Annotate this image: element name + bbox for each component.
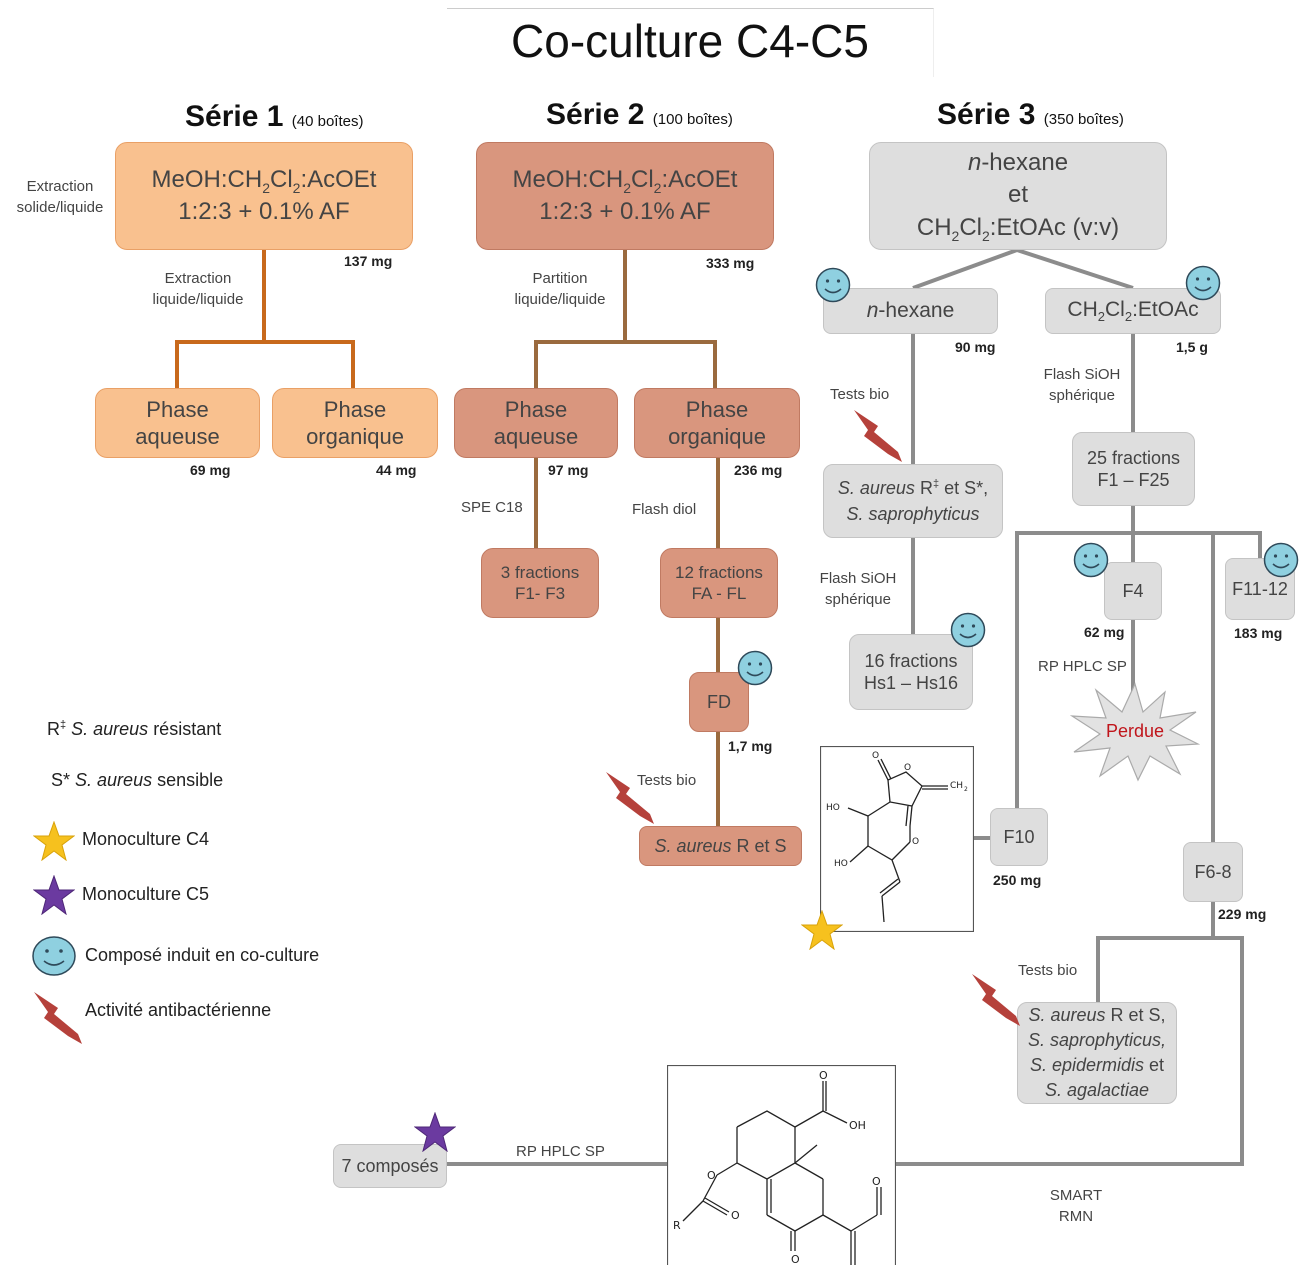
s3-hexane-box[interactable]: n-hexane (823, 288, 998, 334)
star-c4-icon (800, 909, 844, 955)
s1-extract-mass: 137 mg (344, 253, 393, 269)
legend-star-c4-icon (32, 820, 76, 866)
s2-fd-mass: 1,7 mg (728, 738, 773, 754)
s2-flash-label: Flash diol (632, 501, 697, 518)
s3-solvent-box[interactable]: n-hexane et CH2Cl2:EtOAc (v:v) (869, 142, 1167, 250)
s3-tests-label-1: Tests bio (830, 386, 890, 403)
s3-f6-8-mass: 229 mg (1218, 906, 1267, 922)
s3-f10-mass: 250 mg (993, 872, 1042, 888)
s2-tests-label: Tests bio (637, 772, 697, 789)
legend-smiley-icon (31, 935, 77, 982)
s3-f4-mass: 62 mg (1084, 624, 1125, 640)
star-c5-icon (413, 1111, 457, 1157)
s2-bio-result[interactable]: S. aureus R et S (639, 826, 802, 866)
s3-seven-compounds[interactable]: 7 composés (333, 1144, 447, 1188)
chemical-structure-f6-8: O OH O O R O O (667, 1065, 896, 1265)
s3-rphplc-label-2: RP HPLC SP (516, 1143, 605, 1160)
smiley-icon (737, 650, 773, 691)
s2-spe-label: SPE C18 (461, 499, 523, 516)
s3-tests-label-2: Tests bio (1018, 962, 1078, 979)
lightning-bolt-icon (604, 770, 656, 831)
svg-text:HO: HO (826, 803, 840, 813)
s1-extract-box[interactable]: MeOH:CH2Cl2:AcOEt 1:2:3 + 0.1% AF (115, 142, 413, 250)
legend-resistant: R‡ S. aureus résistant (47, 719, 222, 739)
svg-text:O: O (912, 837, 919, 847)
s3-f6-8-bio-result[interactable]: S. aureus R et S, S. saprophyticus, S. e… (1017, 1002, 1177, 1104)
s2-organic-mass: 236 mg (734, 462, 783, 478)
legend-star-c5-icon (32, 874, 76, 920)
lightning-bolt-icon (852, 408, 904, 469)
s1-aqueous-mass: 69 mg (190, 462, 231, 478)
serie-3-heading: Série 3 (350 boîtes) (937, 98, 1124, 131)
svg-text:O: O (872, 751, 879, 761)
smiley-icon (1073, 542, 1109, 583)
smiley-icon (950, 612, 986, 653)
s3-rphplc-label: RP HPLC SP (1038, 658, 1127, 675)
serie-2-heading: Série 2 (100 boîtes) (546, 98, 733, 131)
s2-extract-mass: 333 mg (706, 255, 755, 271)
serie-1-heading: Série 1 (40 boîtes) (185, 100, 364, 133)
smiley-icon (815, 267, 851, 308)
svg-text:OH: OH (849, 1119, 866, 1132)
legend-mono-c4: Monoculture C4 (82, 829, 210, 849)
s2-aqueous-mass: 97 mg (548, 462, 589, 478)
svg-text:O: O (904, 763, 911, 773)
s2-extract-box[interactable]: MeOH:CH2Cl2:AcOEt 1:2:3 + 0.1% AF (476, 142, 774, 250)
svg-text:O: O (731, 1209, 740, 1222)
svg-text:O: O (819, 1069, 828, 1082)
s3-hexane-bio-result[interactable]: S. aureus R‡ et S*, S. saprophyticus (823, 464, 1003, 538)
perdue-starburst (1070, 682, 1200, 782)
s3-fraction-f4[interactable]: F4 (1104, 562, 1162, 620)
svg-text:O: O (872, 1175, 881, 1188)
page-title: Co-culture C4-C5 (511, 15, 869, 67)
svg-text:O: O (707, 1169, 716, 1182)
legend-mono-c5: Monoculture C5 (82, 884, 210, 904)
legend-activity: Activité antibactérienne (85, 1000, 272, 1020)
s2-fraction-fd[interactable]: FD (689, 672, 749, 732)
smiley-icon (1263, 542, 1299, 583)
lightning-bolt-icon (970, 972, 1022, 1033)
legend-lightning-bolt-icon (32, 990, 84, 1051)
s3-fraction-f10[interactable]: F10 (990, 808, 1048, 866)
svg-text:R: R (673, 1219, 681, 1232)
s3-fraction-f6-8[interactable]: F6-8 (1183, 842, 1243, 902)
s1-organic-mass: 44 mg (376, 462, 417, 478)
legend-induced: Composé induit en co-culture (85, 945, 320, 965)
svg-text:2: 2 (964, 786, 968, 793)
svg-text:CH: CH (950, 781, 963, 791)
s3-dcm-mass: 1,5 g (1176, 339, 1208, 355)
title-frame (447, 8, 934, 77)
smiley-icon (1185, 265, 1221, 306)
svg-text:HO: HO (834, 859, 848, 869)
legend-sensitive: S* S. aureus sensible (51, 770, 224, 790)
s3-f11-12-mass: 183 mg (1234, 625, 1283, 641)
perdue-label: Perdue (1105, 721, 1165, 741)
svg-text:O: O (791, 1253, 800, 1265)
s3-hexane-mass: 90 mg (955, 339, 996, 355)
